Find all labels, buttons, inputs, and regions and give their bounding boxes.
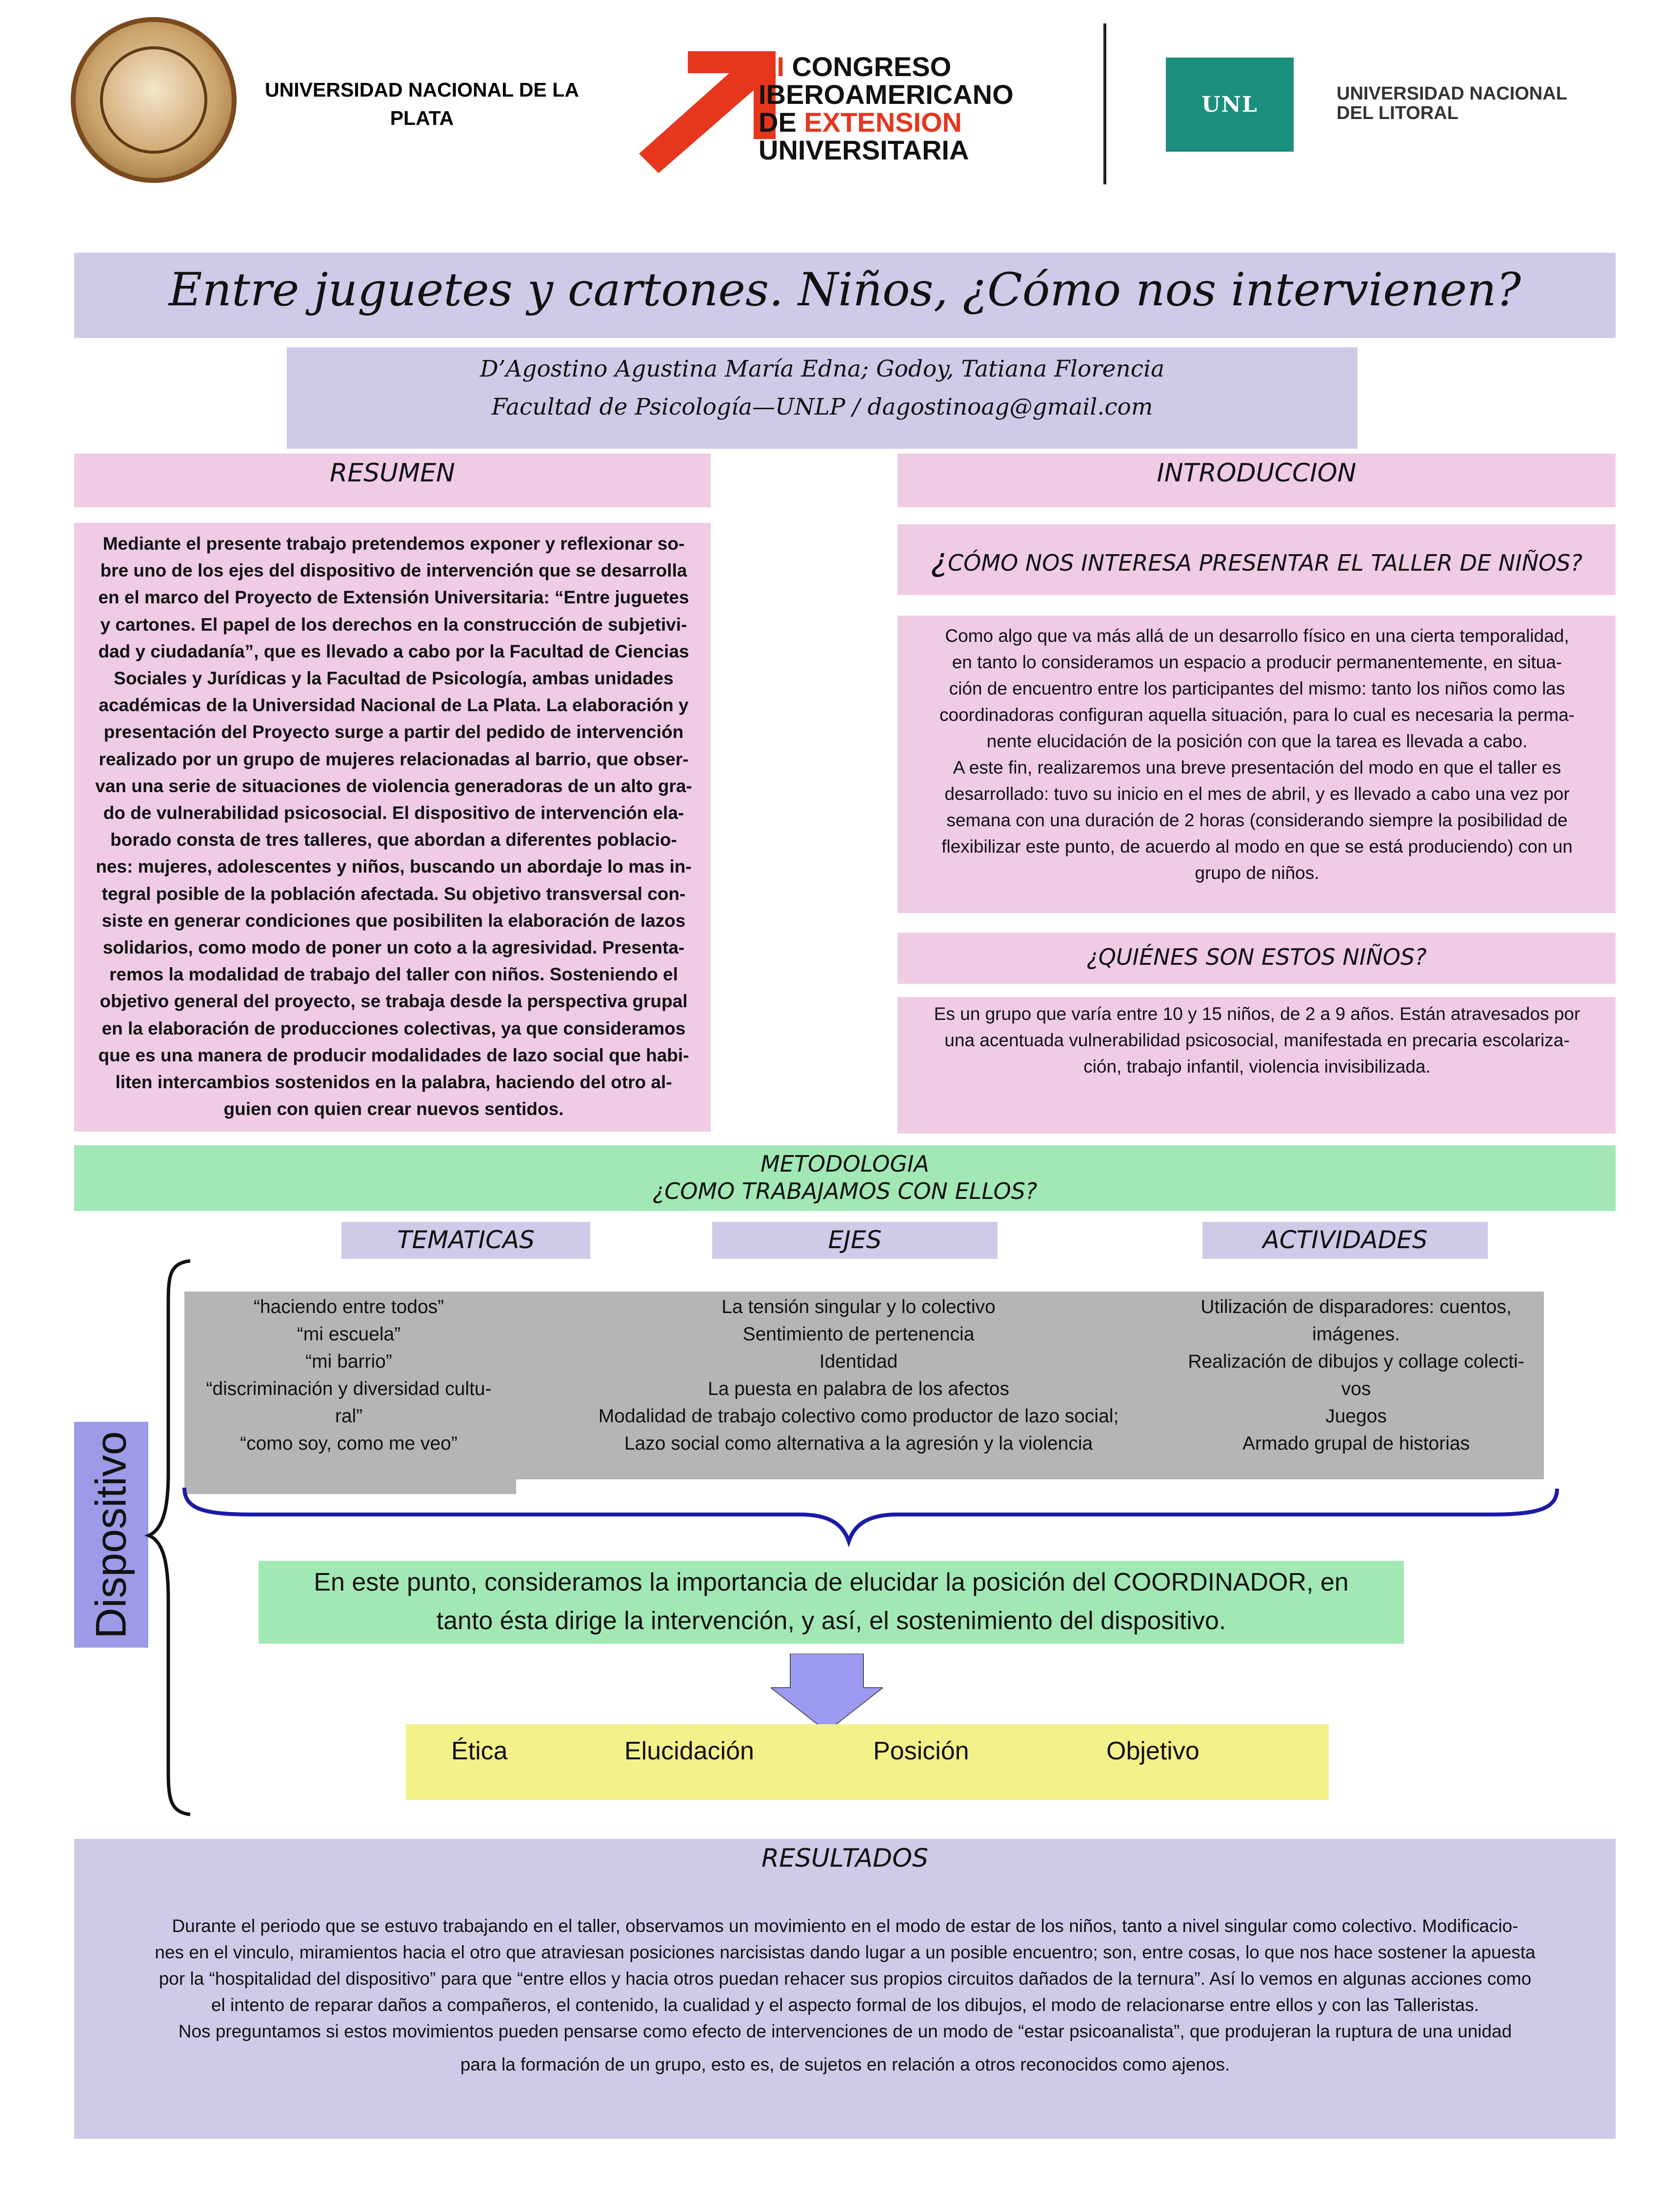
list-item: ral”	[335, 1406, 363, 1427]
keyword-posicion: Posición	[873, 1737, 969, 1765]
unlp-seal-emblem	[100, 46, 207, 154]
header-divider	[1103, 23, 1106, 184]
keyword-etica: Ética	[451, 1737, 508, 1765]
tematicas-list: “haciendo entre todos” “mi escuela” “mi …	[188, 1294, 510, 1457]
list-item: Modalidad de trabajo colectivo como prod…	[598, 1406, 1119, 1427]
resumen-header-panel	[74, 454, 711, 507]
list-item: vos	[1341, 1378, 1371, 1399]
congreso-arrow-logo	[629, 51, 776, 173]
coordinador-panel	[259, 1561, 1404, 1644]
introduccion-header-panel	[898, 454, 1616, 507]
question2-panel	[898, 933, 1616, 984]
question2-heading: ¿QUIÉNES SON ESTOS NIÑOS?	[1086, 944, 1427, 970]
authors-panel	[287, 347, 1358, 449]
resultados-panel	[74, 1839, 1616, 2139]
introduccion-text: Como algo que va más allá de un desarrol…	[939, 626, 1575, 883]
keyword-elucidacion: Elucidación	[624, 1737, 754, 1765]
list-item: “discriminación y diversidad cultu-	[206, 1378, 492, 1399]
resumen-text: Mediante el presente trabajo pretendemos…	[95, 534, 692, 1119]
list-item: Armado grupal de historias	[1242, 1433, 1470, 1454]
resultados-heading: RESULTADOS	[761, 1844, 929, 1873]
ninos-text: Es un grupo que varía entre 10 y 15 niño…	[934, 1004, 1580, 1076]
list-item: “como soy, como me veo”	[240, 1433, 458, 1454]
dispositivo-panel	[74, 1422, 148, 1648]
actividades-list: Utilización de disparadores: cuentos, im…	[1171, 1294, 1541, 1457]
ejes-heading: EJES	[828, 1226, 882, 1254]
unl-logo: UNL	[1166, 58, 1294, 152]
down-arrow-icon	[771, 1654, 883, 1732]
unlp-name: UNIVERSIDAD NACIONAL DE LA PLATA	[265, 79, 579, 129]
unl-name: UNIVERSIDAD NACIONAL DEL LITORAL	[1337, 83, 1567, 123]
question1-heading: ¿CÓMO NOS INTERESA PRESENTAR EL TALLER D…	[930, 541, 1582, 578]
keywords-panel	[406, 1724, 1329, 1800]
list-item: Sentimiento de pertenencia	[742, 1324, 975, 1345]
list-item: Identidad	[819, 1351, 898, 1372]
left-curly-brace	[144, 1259, 191, 1816]
poster-title: Entre juguetes y cartones. Niños, ¿Cómo …	[168, 263, 1521, 317]
resumen-panel	[74, 523, 711, 1132]
tematicas-gray-panel	[184, 1292, 516, 1494]
title-panel	[74, 253, 1616, 338]
resultados-text: Durante el periodo que se estuvo trabaja…	[155, 1916, 1536, 2074]
introduccion-panel	[898, 616, 1616, 913]
ninos-panel	[898, 997, 1616, 1134]
congreso-name: XI CONGRESO IBEROAMERICANO DE EXTENSION …	[759, 51, 1014, 165]
ejes-list: La tensión singular y lo colectivo Senti…	[522, 1294, 1195, 1457]
author-names: D’Agostino Agustina María Edna; Godoy, T…	[480, 356, 1165, 382]
authors-block: D’Agostino Agustina María Edna; Godoy, T…	[287, 350, 1358, 426]
actividades-header-panel	[1202, 1222, 1488, 1259]
list-item: Juegos	[1325, 1406, 1387, 1427]
author-affiliation: Facultad de Psicología—UNLP / dagostinoa…	[491, 394, 1153, 420]
list-item: La puesta en palabra de los afectos	[708, 1378, 1009, 1399]
question1-panel	[898, 524, 1616, 595]
metodologia-panel	[74, 1145, 1616, 1211]
list-item: La tensión singular y lo colectivo	[721, 1296, 996, 1317]
list-item: “haciendo entre todos”	[253, 1296, 444, 1317]
introduccion-heading: INTRODUCCION	[1157, 458, 1357, 488]
resumen-heading: RESUMEN	[330, 458, 455, 488]
tematicas-heading: TEMATICAS	[397, 1226, 535, 1254]
list-item: Realización de dibujos y collage colecti…	[1188, 1351, 1524, 1372]
list-item: Lazo social como alternativa a la agresi…	[624, 1433, 1093, 1454]
horizontal-blue-brace	[182, 1487, 1559, 1548]
coordinador-text: En este punto, consideramos la importanc…	[314, 1568, 1349, 1635]
tematicas-header-panel	[341, 1222, 590, 1259]
actividades-heading: ACTIVIDADES	[1262, 1226, 1428, 1254]
metodologia-heading: METODOLOGIA ¿COMO TRABAJAMOS CON ELLOS?	[652, 1151, 1038, 1204]
keyword-objetivo: Objetivo	[1106, 1737, 1199, 1765]
list-item: “mi barrio”	[305, 1351, 392, 1372]
list-item: “mi escuela”	[297, 1324, 401, 1345]
unlp-seal-logo	[71, 17, 237, 183]
list-item: Utilización de disparadores: cuentos,	[1200, 1296, 1512, 1317]
list-item: imágenes.	[1312, 1324, 1400, 1345]
ejes-header-panel	[712, 1222, 998, 1259]
